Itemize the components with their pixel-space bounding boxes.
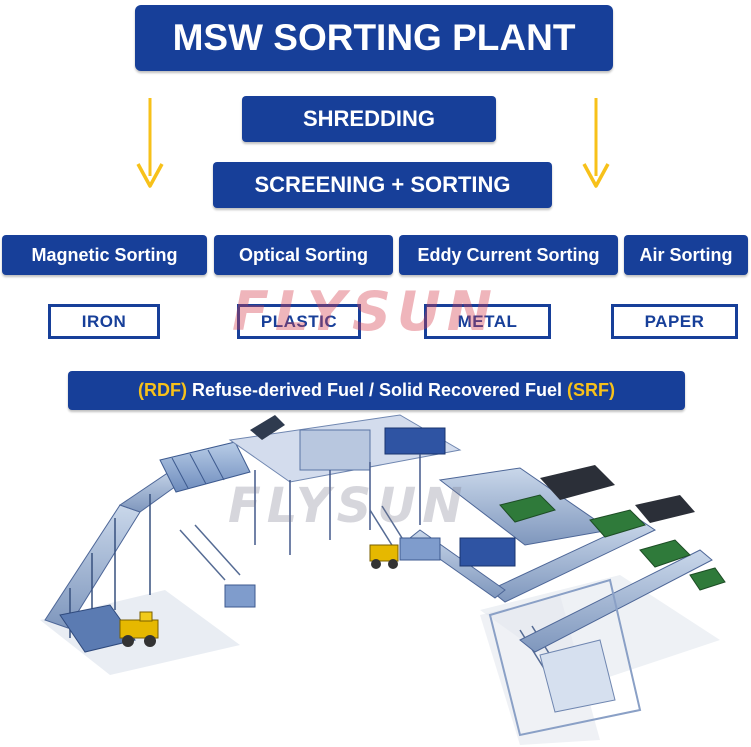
method-optical-sorting: Optical Sorting [214, 235, 393, 275]
output-paper: PAPER [611, 304, 738, 339]
plant-illustration [40, 414, 726, 745]
fuel-description: Refuse-derived Fuel / Solid Recovered Fu… [186, 380, 568, 400]
output-plastic: PLASTIC [237, 304, 361, 339]
rdf-abbreviation: (RDF) [137, 380, 187, 400]
method-air-sorting: Air Sorting [624, 235, 748, 275]
fuel-banner: (RDF) Refuse-derived Fuel / Solid Recove… [68, 371, 685, 410]
shredding-step: SHREDDING [242, 96, 496, 142]
down-arrow-icon [582, 98, 610, 188]
output-iron: IRON [48, 304, 160, 339]
srf-abbreviation: (SRF) [567, 380, 616, 400]
method-magnetic-sorting: Magnetic Sorting [2, 235, 207, 275]
screening-sorting-step: SCREENING + SORTING [213, 162, 552, 208]
down-arrow-icon [136, 98, 164, 188]
output-metal: METAL [424, 304, 551, 339]
page-title: MSW SORTING PLANT [135, 5, 613, 71]
method-eddy-current-sorting: Eddy Current Sorting [399, 235, 618, 275]
